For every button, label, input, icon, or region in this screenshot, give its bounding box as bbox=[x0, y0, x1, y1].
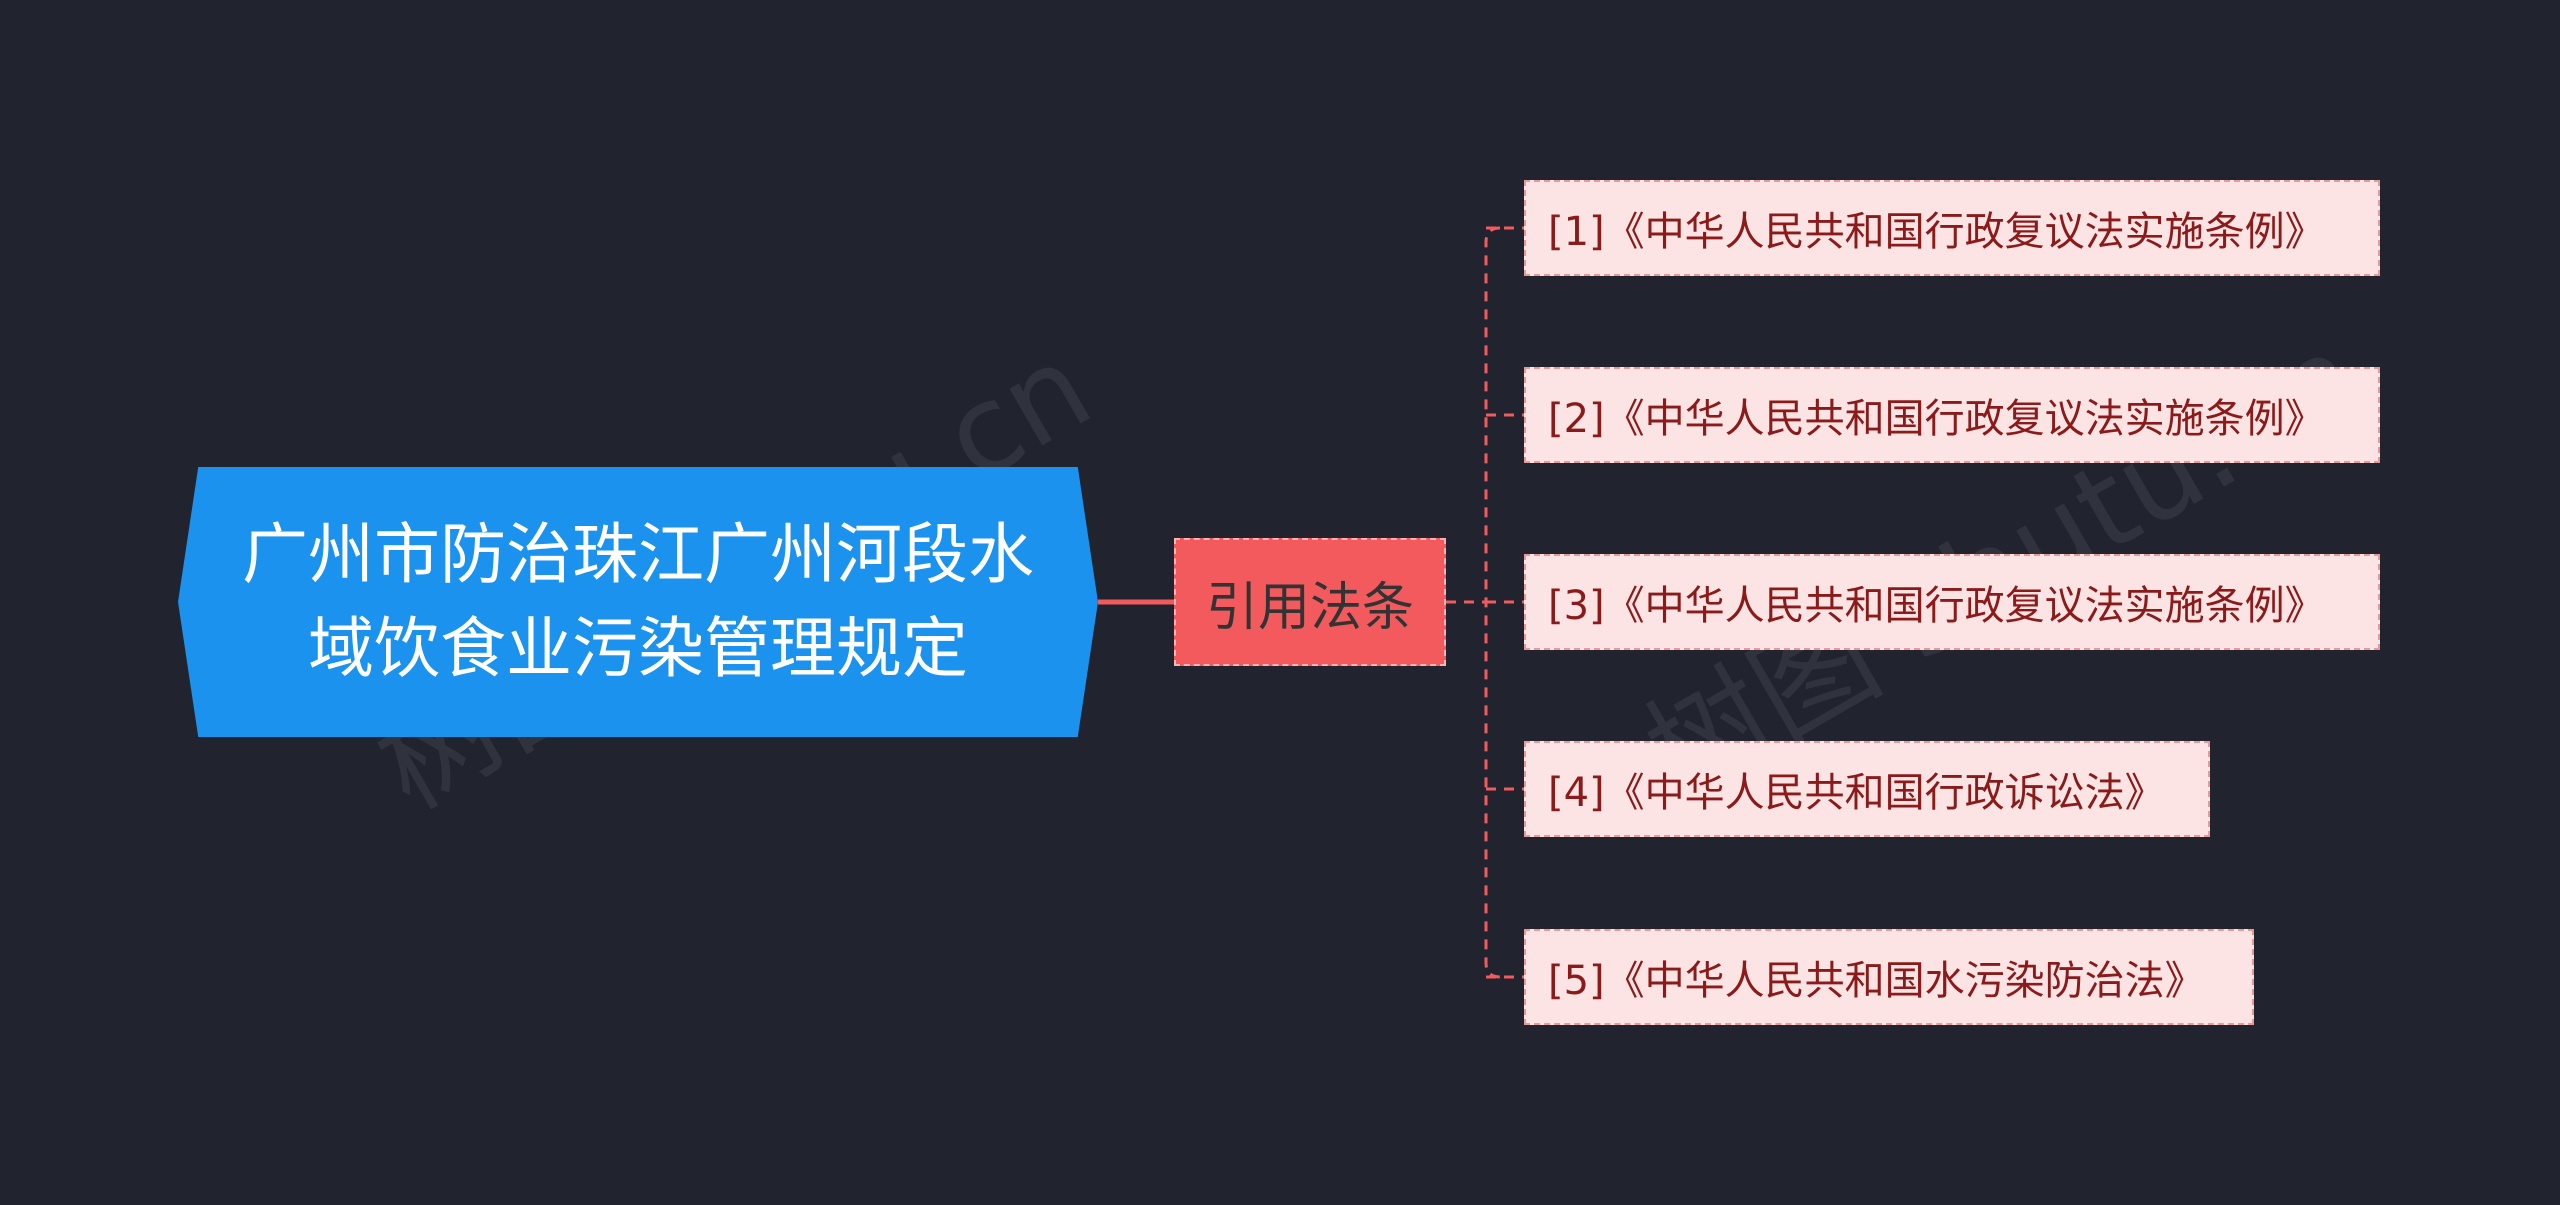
leaf-node-label: [4]《中华人民共和国行政诉讼法》 bbox=[1548, 770, 2165, 816]
leaf-node-label: [1]《中华人民共和国行政复议法实施条例》 bbox=[1548, 209, 2325, 255]
root-topic-label: 广州市防治珠江广州河段水域饮食业污染管理规定 bbox=[242, 516, 1034, 687]
root-topic-node[interactable]: 广州市防治珠江广州河段水域饮食业污染管理规定 bbox=[178, 467, 1098, 737]
leaf-node-label: [5]《中华人民共和国水污染防治法》 bbox=[1548, 958, 2205, 1004]
branch-node-label: 引用法条 bbox=[1205, 577, 1414, 638]
leaf-node-label: [3]《中华人民共和国行政复议法实施条例》 bbox=[1548, 583, 2325, 629]
leaf-node-4[interactable]: [4]《中华人民共和国行政诉讼法》 bbox=[1524, 741, 2210, 837]
leaf-node-label: [2]《中华人民共和国行政复议法实施条例》 bbox=[1548, 396, 2325, 442]
leaf-node-1[interactable]: [1]《中华人民共和国行政复议法实施条例》 bbox=[1524, 180, 2380, 276]
leaf-node-5[interactable]: [5]《中华人民共和国水污染防治法》 bbox=[1524, 929, 2254, 1025]
leaf-node-3[interactable]: [3]《中华人民共和国行政复议法实施条例》 bbox=[1524, 554, 2380, 650]
leaf-node-2[interactable]: [2]《中华人民共和国行政复议法实施条例》 bbox=[1524, 367, 2380, 463]
branch-node-cited-laws[interactable]: 引用法条 bbox=[1174, 538, 1446, 666]
